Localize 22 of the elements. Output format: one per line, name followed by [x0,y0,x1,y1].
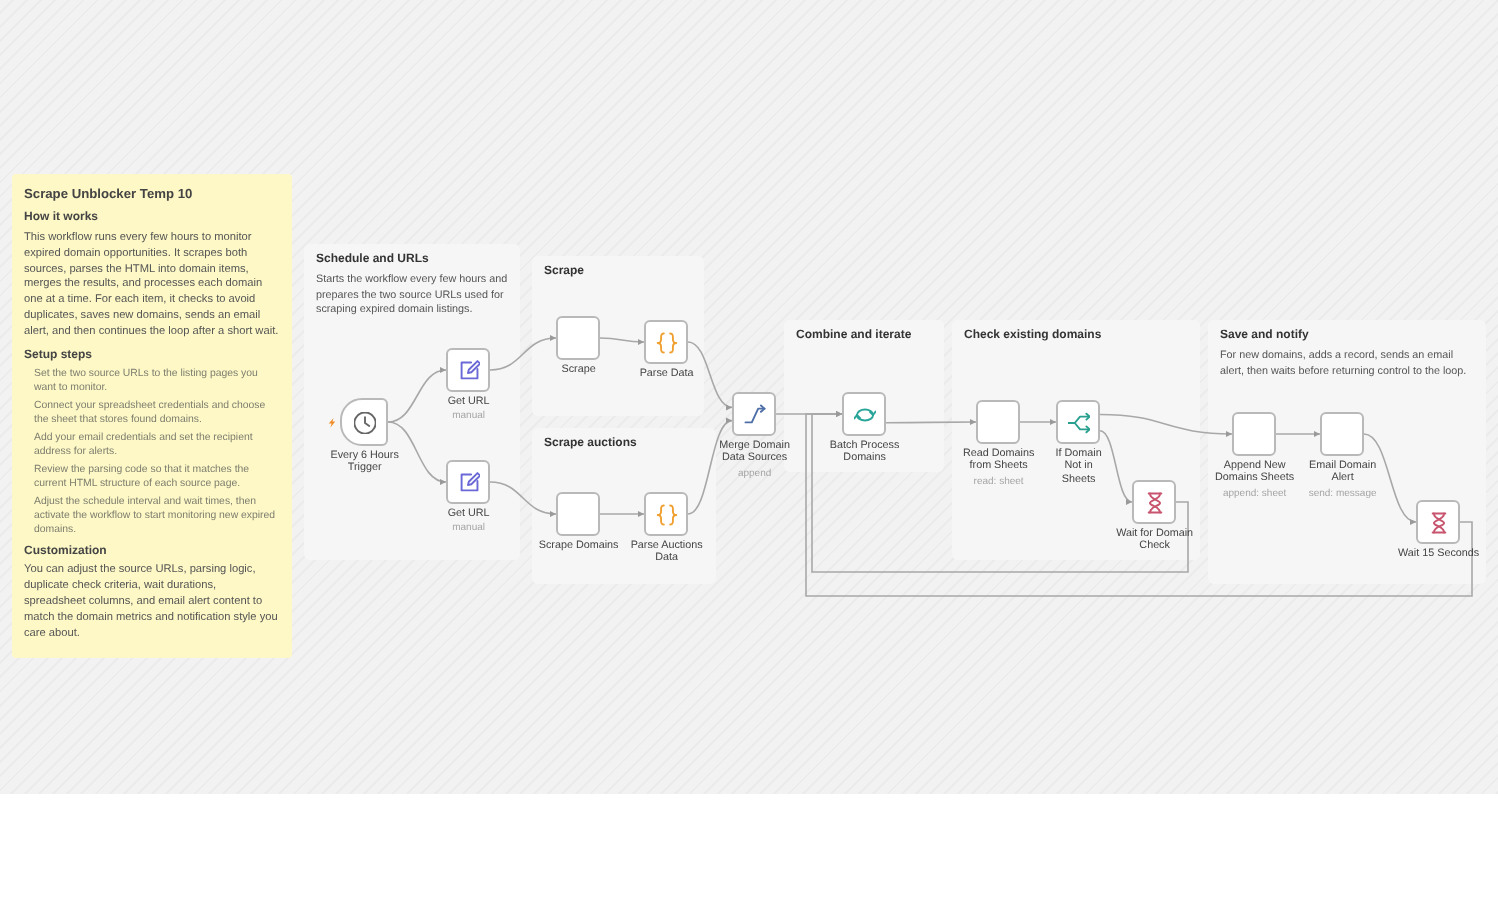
connector [687,341,733,409]
sticky-note [12,174,292,658]
group-panel [1208,320,1486,584]
connector [1363,433,1417,524]
connector [599,337,645,346]
connector [885,418,977,426]
connector [1099,430,1133,503]
connector [811,410,1189,573]
connector [805,410,1473,597]
connector [387,421,447,485]
connector [1019,418,1057,426]
group-panel [532,428,716,584]
connector [1275,430,1321,438]
connector [1099,413,1233,438]
connector [599,510,645,518]
connector [687,419,733,515]
connector [489,481,557,517]
group-panel [532,256,704,416]
connector [489,335,557,371]
group-panel [304,244,520,560]
connector [387,367,447,423]
group-panel [952,320,1200,560]
